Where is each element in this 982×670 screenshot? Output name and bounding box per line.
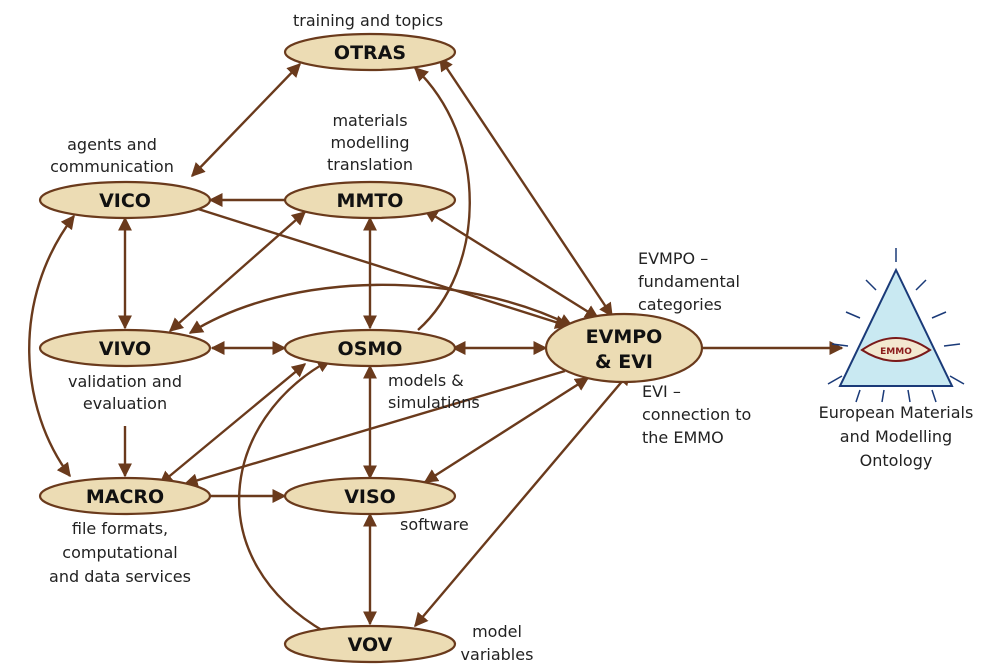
eye-icon <box>860 337 932 362</box>
node-osmo: OSMO <box>283 328 457 368</box>
node-evmpo-evi: EVMPO & EVI <box>544 312 704 384</box>
desc-evmpo-3: categories <box>638 295 722 314</box>
edge-osmo-otras <box>413 67 471 331</box>
node-otras: OTRAS <box>283 32 457 72</box>
desc-evi-1: EVI – <box>642 382 681 401</box>
edge-vico-otras <box>191 62 301 178</box>
emmo-logo: EMMO <box>827 248 965 403</box>
emmo-caption-1: European Materials <box>819 403 974 422</box>
desc-evi-3: the EMMO <box>642 428 724 447</box>
desc-viso: software <box>400 515 469 534</box>
node-vov: VOV <box>283 624 457 664</box>
desc-vivo-2: evaluation <box>83 394 167 413</box>
edge-macro-osmo <box>158 363 307 485</box>
desc-evmpo-2: fundamental <box>638 272 740 291</box>
edge-mmto-vivo <box>168 211 307 332</box>
node-vico-label: VICO <box>99 190 151 212</box>
node-vivo-label: VIVO <box>99 338 151 360</box>
node-vivo: VIVO <box>38 328 212 368</box>
desc-macro-2: computational <box>62 543 177 562</box>
desc-mmto-1: materials <box>332 111 407 130</box>
node-evmpo-label-2: & EVI <box>595 351 653 373</box>
node-vov-label: VOV <box>348 634 393 656</box>
node-viso: VISO <box>283 476 457 516</box>
desc-macro-3: and data services <box>49 567 191 586</box>
node-mmto: MMTO <box>283 180 457 220</box>
emmo-caption-3: Ontology <box>860 451 933 470</box>
desc-vico-1: agents and <box>67 135 157 154</box>
desc-vov-1: model <box>472 622 522 641</box>
edge-vico-macro-arc <box>28 214 75 478</box>
node-macro-label: MACRO <box>86 486 164 508</box>
desc-otras: training and topics <box>293 11 443 30</box>
node-otras-label: OTRAS <box>334 42 406 64</box>
emmo-caption-2: and Modelling <box>840 427 952 446</box>
desc-evmpo-1: EVMPO – <box>638 249 708 268</box>
node-osmo-label: OSMO <box>338 338 403 360</box>
node-viso-label: VISO <box>344 486 396 508</box>
desc-osmo-1: models & <box>388 371 464 390</box>
edge-vov-osmo-arc <box>237 358 332 634</box>
desc-mmto-2: modelling <box>330 133 409 152</box>
desc-evi-2: connection to <box>642 405 751 424</box>
node-evmpo-label-1: EVMPO <box>586 326 663 348</box>
node-vico: VICO <box>38 180 212 220</box>
edge-vov-evmpo <box>414 370 631 628</box>
desc-vivo-1: validation and <box>68 372 182 391</box>
emmo-triangle <box>838 267 954 387</box>
emmo-logo-text: EMMO <box>880 347 912 357</box>
edge-vico-evmpo <box>194 206 570 329</box>
emmo-logo-rays <box>827 248 965 403</box>
desc-vov-2: variables <box>461 645 534 664</box>
edge-vivo-evmpo-arc <box>188 283 574 335</box>
edge-otras-evmpo <box>439 56 613 318</box>
edges <box>28 56 844 634</box>
node-mmto-label: MMTO <box>337 190 404 212</box>
desc-mmto-3: translation <box>327 155 413 174</box>
node-macro: MACRO <box>38 476 212 516</box>
desc-macro-1: file formats, <box>72 519 168 538</box>
desc-osmo-2: simulations <box>388 393 480 412</box>
desc-vico-2: communication <box>50 157 174 176</box>
